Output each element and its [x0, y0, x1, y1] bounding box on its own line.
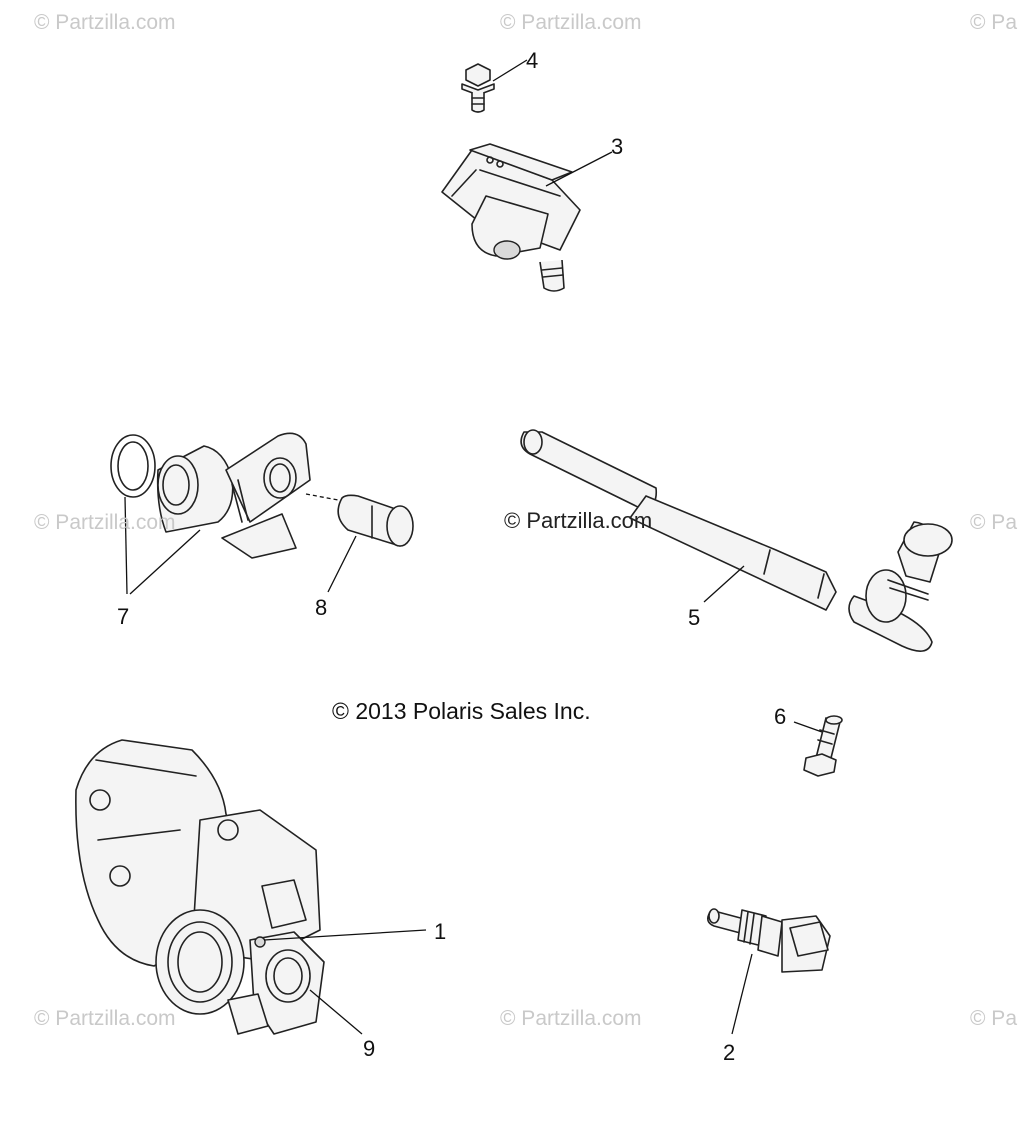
watermark-bottom-left: © Partzilla.com: [34, 1007, 176, 1030]
callout-8: 8: [315, 595, 328, 620]
leader-5: [703, 565, 745, 603]
watermark-top-center: © Partzilla.com: [500, 11, 642, 34]
leader-3: [545, 151, 613, 187]
callout-9: 9: [363, 1036, 376, 1061]
throttle-body: [75, 739, 321, 1015]
leader-7b: [129, 529, 201, 595]
callout-2: 2: [723, 1040, 736, 1065]
part-8-sleeve[interactable]: [337, 494, 414, 547]
part-6-bolt[interactable]: [803, 715, 843, 777]
part-7-sensor[interactable]: [110, 432, 311, 559]
watermark-center: © Partzilla.com: [504, 508, 653, 533]
leader-2: [731, 953, 753, 1035]
leader-8: [327, 535, 357, 593]
callout-3: 3: [611, 134, 624, 159]
watermark-bottom-center: © Partzilla.com: [500, 1007, 642, 1030]
callout-4: 4: [526, 48, 539, 73]
part-2-temperature-sensor[interactable]: [706, 908, 831, 973]
leader-7a: [124, 496, 128, 595]
part-5-speed-sensor[interactable]: [520, 429, 953, 652]
part-9-throttle-position-sensor[interactable]: [227, 931, 325, 1035]
watermark-top-right: © Pa: [970, 11, 1017, 34]
callout-7: 7: [117, 604, 130, 629]
callout-1: 1: [434, 919, 447, 944]
leader-4: [492, 59, 528, 82]
leader-9: [309, 989, 363, 1035]
callout-5: 5: [688, 605, 701, 630]
watermark-bottom-right: © Pa: [970, 1007, 1017, 1030]
watermark-mid-right: © Pa: [970, 511, 1017, 534]
watermark-mid-left: © Partzilla.com: [34, 511, 176, 534]
callout-6: 6: [774, 704, 787, 729]
copyright-notice: © 2013 Polaris Sales Inc.: [332, 698, 591, 724]
watermark-top-left: © Partzilla.com: [34, 11, 176, 34]
part-4-bolt[interactable]: [461, 63, 495, 113]
leader-1: [263, 929, 427, 941]
leader-8-dash: [305, 493, 339, 501]
part-3-map-sensor[interactable]: [441, 143, 581, 292]
leader-6: [793, 721, 823, 733]
